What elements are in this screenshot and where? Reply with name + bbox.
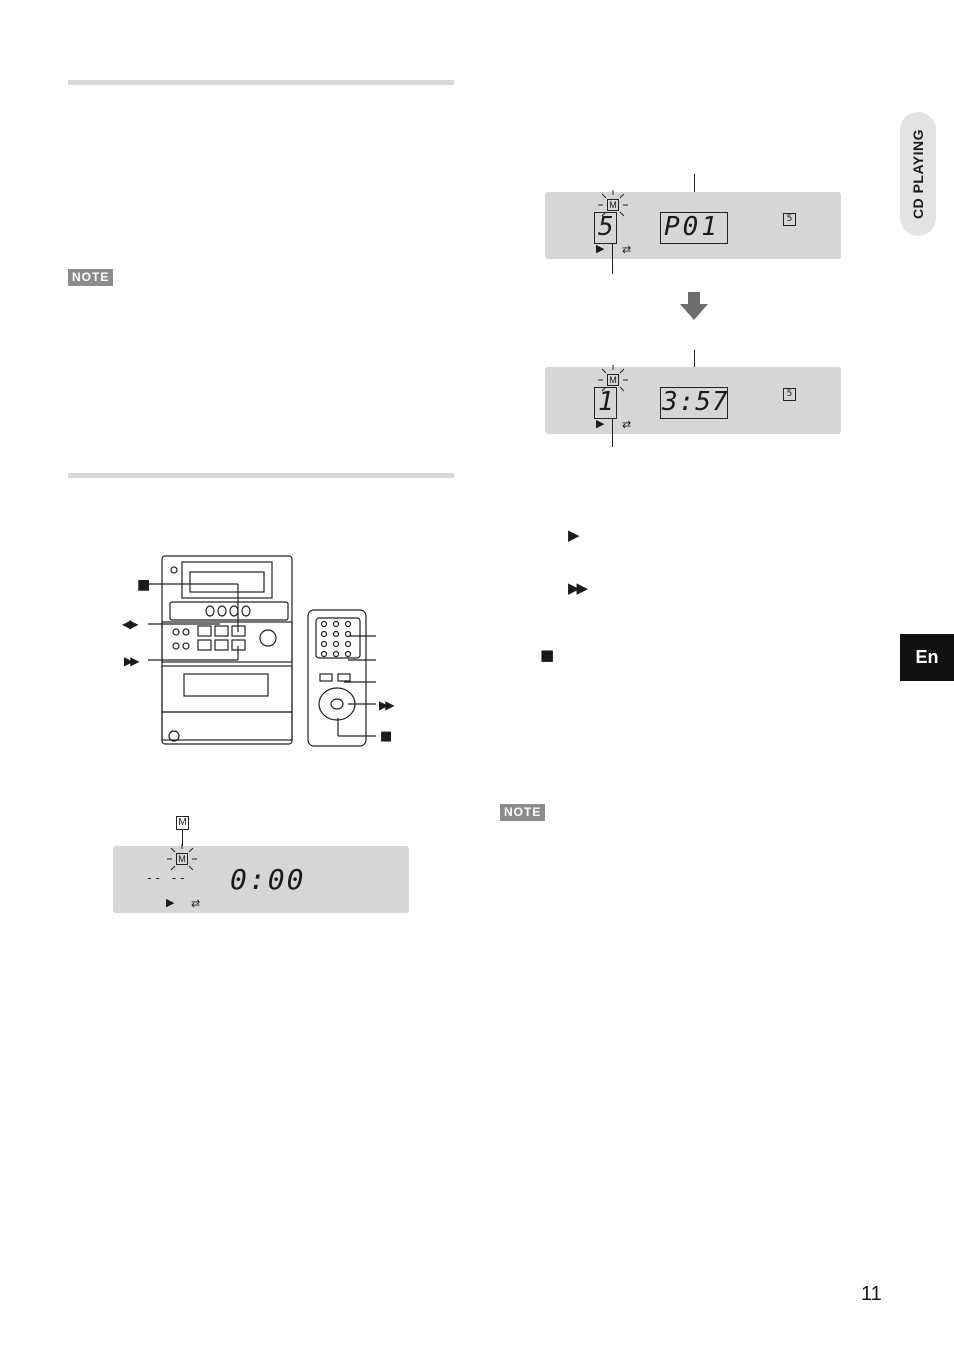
track-number: 1 [598,387,617,417]
stop-icon: ■ [540,646,555,664]
blink-rays-icon [598,365,628,392]
memory-indicator-icon: M [607,374,619,386]
memory-button-label: M [176,816,189,830]
repeat-icon: ⇄ [191,897,201,910]
disc-number-icon: 5 [783,388,796,401]
repeat-icon: ⇄ [622,418,632,431]
track-number: 5 [598,212,617,242]
fast-forward-icon: ▶▶ [124,654,140,668]
play-icon: ▶ [568,526,580,544]
play-icon: ▶ [596,417,605,430]
memory-indicator-icon: M [176,853,188,865]
elapsed-time: 0:00 [230,863,306,896]
program-number: P01 [664,212,720,242]
blink-rays-icon [167,844,197,871]
disc-number-icon: 5 [783,213,796,226]
down-arrow-icon [680,292,708,320]
section-tab-label: CD PLAYING [910,128,926,220]
language-tab: En [900,634,954,681]
elapsed-time: 3:57 [662,387,729,417]
stop-icon: ■ [380,729,393,744]
section-rule-top [68,80,454,85]
repeat-icon: ⇄ [622,243,632,256]
page-number: 11 [861,1283,882,1305]
stereo-unit-illustration [148,555,376,747]
fast-forward-icon: ▶▶ [379,698,395,712]
stop-icon: ■ [137,577,151,593]
section-rule-middle [68,473,454,478]
note-badge-right: NOTE [500,804,546,821]
section-tab [900,112,936,236]
note-badge-left: NOTE [68,269,114,286]
play-icon: ▶ [166,896,175,909]
memory-indicator-icon: M [607,199,619,211]
track-dashes: -- -- [146,871,188,885]
fast-forward-icon: ▶▶ [568,579,588,597]
play-icon: ▶ [596,242,605,255]
skip-back-forward-icon: ◀▶ [122,617,139,631]
